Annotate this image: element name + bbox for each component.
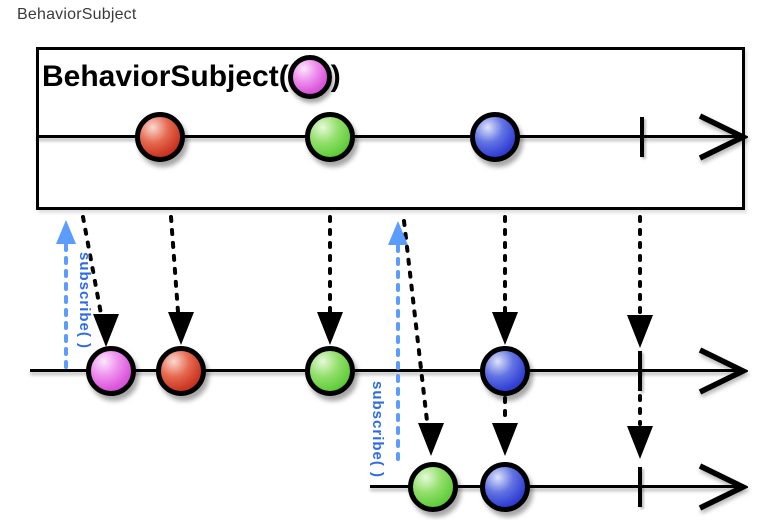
subscribe-label-1: subscribe( ): [76, 252, 93, 350]
marble-green-subscriber2: [408, 462, 458, 512]
emission-arrows: [81, 215, 642, 426]
emission-arrow-red-line: [169, 215, 180, 314]
emission-arrowhead-red-icon: [168, 312, 194, 345]
emission-arrowhead-complete2-icon: [627, 426, 653, 459]
subject-label-prefix: BehaviorSubject(: [42, 60, 289, 93]
subscribe-label-2: subscribe( ): [369, 381, 386, 479]
marble-green-source: [305, 112, 355, 162]
source-complete-tick: [640, 117, 644, 157]
initial-value-marble: [287, 55, 332, 99]
subscriber2-complete-tick: [638, 467, 642, 507]
marble-red-source: [135, 112, 185, 162]
emission-arrowhead-green-icon: [317, 312, 343, 345]
marble-magenta-subscriber1: [86, 346, 136, 396]
source-timeline: [36, 135, 742, 138]
subscriber2-timeline: [370, 485, 742, 488]
emission-arrowhead-blue2-icon: [492, 423, 518, 456]
subscribe-arrowhead-2-icon: [388, 221, 408, 245]
emission-arrowhead-green2-icon: [418, 423, 444, 456]
emission-arrowhead-blue-icon: [492, 312, 518, 345]
subject-label-suffix: ): [330, 60, 341, 93]
source-timeline-arrowhead-icon: [698, 113, 748, 161]
marble-blue-source: [470, 112, 520, 162]
subscriber2-timeline-arrowhead-icon: [698, 463, 748, 511]
marble-red-subscriber1: [156, 346, 206, 396]
subscribe-arrowheads: [56, 220, 408, 245]
subscriber1-timeline-arrowhead-icon: [698, 347, 748, 395]
subject-box-label: BehaviorSubject( ): [42, 52, 341, 102]
marble-blue-subscriber1: [480, 346, 530, 396]
page-title: BehaviorSubject: [17, 6, 137, 23]
emission-arrowhead-complete-icon: [627, 315, 653, 348]
subscribe-arrowhead-1-icon: [56, 220, 76, 244]
emission-arrowhead-initial-icon: [93, 314, 119, 347]
subscriber1-timeline: [30, 369, 742, 372]
marble-green-subscriber1: [305, 346, 355, 396]
emission-arrow-green2-line: [402, 219, 429, 423]
marble-blue-subscriber2: [480, 462, 530, 512]
subscriber1-complete-tick: [638, 351, 642, 391]
